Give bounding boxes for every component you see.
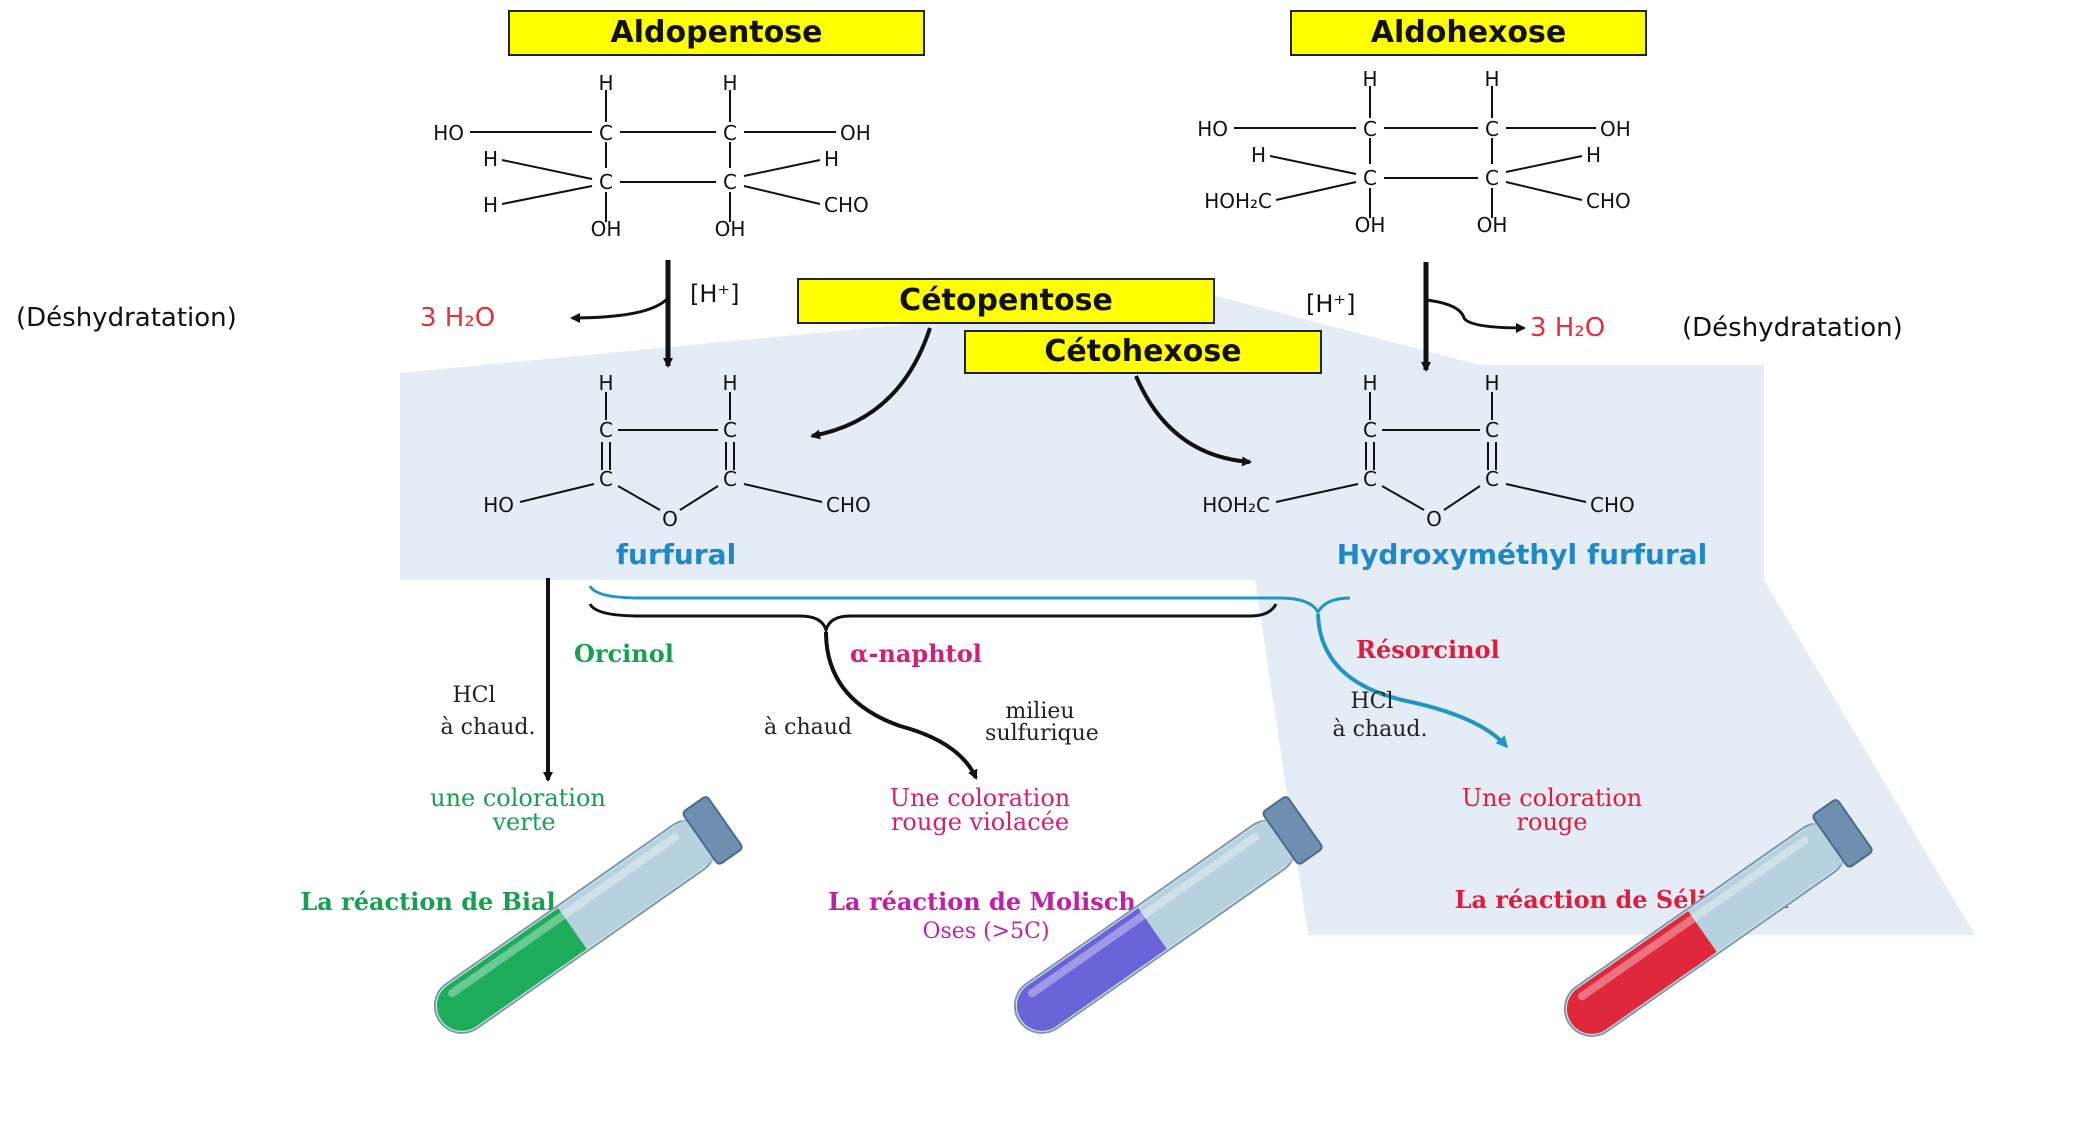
furfural-atoms: H H C C C C O HO CHO (483, 371, 871, 531)
atom-h: H (1484, 371, 1499, 395)
atom-c: C (1485, 166, 1499, 190)
atom-c: C (599, 418, 613, 442)
atom-c: C (723, 170, 737, 194)
left-dehydration-label: (Déshydratation) (16, 303, 237, 333)
aldopentose-atoms: H H HO C C OH H H C C H CHO OH OH (433, 71, 871, 241)
atom-c: C (1485, 117, 1499, 141)
aldohexose-atoms: H H HO C C OH H H C C HOH₂C CHO OH OH (1197, 67, 1631, 237)
atom-cho: CHO (826, 493, 871, 517)
selivanoff-test-tube (1563, 799, 1873, 1037)
atom-o: O (662, 507, 678, 531)
atom-h: H (1251, 143, 1266, 167)
selivanoff-hcl-label: HCl (1350, 689, 1393, 714)
atom-o: O (1426, 507, 1442, 531)
hmf-structure (1275, 392, 1587, 511)
hmf-atoms: H H C C C C O HOH₂C CHO (1202, 371, 1635, 531)
atom-h: H (598, 71, 613, 95)
selivanoff-arrow (1316, 613, 1508, 749)
naphtol-label: α-naphtol (850, 639, 982, 668)
atom-oh: OH (715, 217, 746, 241)
atom-c: C (723, 467, 737, 491)
bial-result-line1: une coloration (430, 784, 606, 812)
atom-c: C (1485, 467, 1499, 491)
left-catalyst-label: [H⁺] (690, 280, 739, 308)
molisch-sulfurique-label: sulfurique (985, 721, 1099, 746)
atom-h: H (722, 71, 737, 95)
atom-cho: CHO (1590, 493, 1635, 517)
aldohexose-label: Aldohexose (1290, 10, 1647, 56)
right-water-label: 3 H₂O (1530, 313, 1605, 343)
selivanoff-panel-background (1255, 580, 1975, 935)
selivanoff-result-line2: rouge (1517, 808, 1588, 836)
molisch-arrow (824, 631, 978, 780)
aldopentose-label: Aldopentose (508, 10, 925, 56)
molisch-result-line1: Une coloration (890, 784, 1071, 812)
atom-c: C (599, 121, 613, 145)
atom-h: H (722, 371, 737, 395)
atom-ho: HO (433, 121, 464, 145)
atom-h: H (483, 147, 498, 171)
atom-h: H (1586, 143, 1601, 167)
atom-cho: CHO (1586, 189, 1631, 213)
atom-hoh2c: HOH₂C (1204, 189, 1272, 213)
hmf-label: Hydroxyméthyl furfural (1337, 538, 1708, 571)
molisch-test-label: La réaction de Molisch (828, 887, 1136, 916)
atom-c: C (1485, 418, 1499, 442)
selivanoff-heat-label: à chaud. (1333, 717, 1428, 742)
aldohexose-structure (1234, 86, 1596, 218)
molisch-result-line2: rouge violacée (891, 808, 1069, 836)
selivanoff-result-line1: Une coloration (1462, 784, 1643, 812)
atom-c: C (723, 121, 737, 145)
atom-c: C (1363, 117, 1377, 141)
left-water-label: 3 H₂O (420, 303, 495, 333)
atom-cho: CHO (824, 193, 869, 217)
atom-oh: OH (1477, 213, 1508, 237)
atom-c: C (1363, 166, 1377, 190)
atom-h: H (598, 371, 613, 395)
bial-test-label: La réaction de Bial (300, 887, 555, 916)
atom-h: H (483, 193, 498, 217)
bial-result-line2: verte (491, 808, 555, 836)
right-dehydration-arrow (1421, 262, 1526, 372)
cetopentose-to-furfural-arrow (810, 327, 932, 440)
bial-hcl-label: HCl (452, 683, 495, 708)
atom-oh: OH (1600, 117, 1631, 141)
atom-c: C (599, 467, 613, 491)
atom-h: H (1362, 371, 1377, 395)
furfural-structure (519, 392, 823, 511)
bial-heat-label: à chaud. (441, 715, 536, 740)
atom-oh: OH (840, 121, 871, 145)
furfural-label: furfural (616, 538, 736, 571)
black-bracket (588, 603, 1278, 636)
orcinol-label: Orcinol (574, 639, 674, 668)
left-dehydration-arrow (570, 260, 673, 368)
cetopentose-label: Cétopentose (797, 278, 1215, 324)
aldopentose-structure (470, 90, 836, 222)
cetohexose-label: Cétohexose (964, 330, 1322, 374)
cetohexose-to-hmf-arrow (1134, 375, 1252, 467)
atom-c: C (599, 170, 613, 194)
right-dehydration-label: (Déshydratation) (1682, 313, 1903, 343)
atom-hoh2c: HOH₂C (1202, 493, 1270, 517)
molisch-note-label: Oses (>5C) (922, 919, 1049, 944)
atom-h: H (1484, 67, 1499, 91)
atom-c: C (723, 418, 737, 442)
bial-test-tube (433, 796, 743, 1034)
right-catalyst-label: [H⁺] (1306, 290, 1355, 318)
atom-h: H (1362, 67, 1377, 91)
atom-c: C (1363, 418, 1377, 442)
atom-oh: OH (1355, 213, 1386, 237)
atom-ho: HO (483, 493, 514, 517)
teal-bracket (588, 585, 1351, 616)
resorcinol-label: Résorcinol (1356, 635, 1500, 664)
atom-oh: OH (591, 217, 622, 241)
atom-ho: HO (1197, 117, 1228, 141)
molisch-test-tube (1013, 796, 1323, 1034)
atom-c: C (1363, 467, 1377, 491)
molisch-milieu-label: milieu (1005, 699, 1074, 724)
molisch-heat-label: à chaud (764, 715, 852, 740)
atom-h: H (824, 147, 839, 171)
